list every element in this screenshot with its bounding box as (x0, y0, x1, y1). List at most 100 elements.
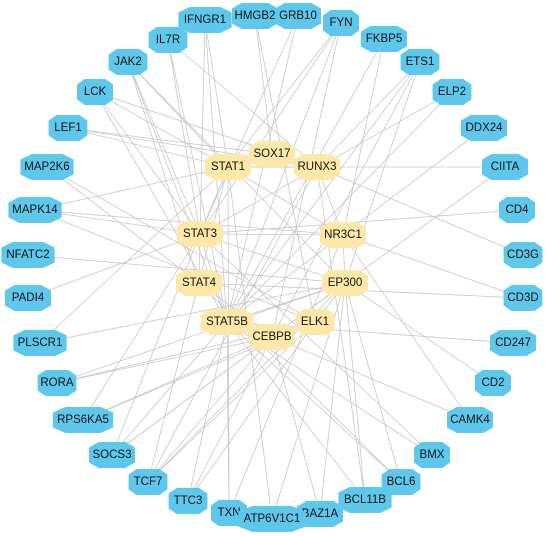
edge-plscr1-stat1 (39, 166, 229, 344)
node-lck[interactable]: LCK (77, 79, 113, 105)
node-fkbp5[interactable]: FKBP5 (361, 26, 407, 52)
node-label: BAZ1A (302, 508, 339, 520)
edge-ifngr1-stat1 (204, 19, 229, 168)
node-nfatc2[interactable]: NFATC2 (1, 242, 55, 268)
edge-baz1a-ep300 (319, 282, 346, 515)
node-ddx24[interactable]: DDX24 (461, 115, 507, 141)
node-rora[interactable]: RORA (37, 370, 77, 396)
edge-ttc3-elk1 (187, 321, 316, 502)
node-map2k6[interactable]: MAP2K6 (20, 154, 74, 180)
edge-socs3-stat5b (111, 321, 228, 456)
node-label: ATP6V1C1 (244, 513, 301, 525)
inner-node-shape (200, 309, 254, 335)
inner-node-shape (249, 324, 295, 350)
node-label: GRB10 (279, 10, 317, 22)
edge-bcl11b-runx3 (316, 166, 366, 501)
edge-nfatc2-ep300 (27, 254, 346, 284)
node-elk1[interactable]: ELK1 (295, 309, 335, 335)
edge-lck-stat3 (94, 91, 201, 235)
node-label: LCK (84, 86, 107, 98)
node-ciita[interactable]: CIITA (482, 154, 528, 180)
node-grb10[interactable]: GRB10 (275, 3, 321, 29)
node-label: IFNGR1 (184, 14, 226, 26)
node-stat4[interactable]: STAT4 (176, 270, 222, 296)
node-sox17[interactable]: SOX17 (249, 141, 295, 167)
node-elp2[interactable]: ELP2 (432, 79, 472, 105)
node-baz1a[interactable]: BAZ1A (297, 501, 343, 527)
node-label: CEBPB (253, 331, 292, 343)
node-label: HMGB2 (235, 10, 276, 22)
edge-bcl6-stat5b (226, 321, 402, 483)
node-label: CAMK4 (450, 414, 490, 426)
node-tcf7[interactable]: TCF7 (128, 469, 168, 495)
edge-mapk14-stat3 (34, 209, 201, 235)
node-ifngr1[interactable]: IFNGR1 (178, 7, 232, 33)
edge-cd3d-nr3c1 (342, 234, 524, 299)
inner-node-shape (320, 222, 366, 248)
node-cd4[interactable]: CD4 (499, 197, 535, 223)
node-cd247[interactable]: CD247 (490, 330, 536, 356)
edge-map2k6-elk1 (46, 166, 316, 323)
edge-ifngr1-stat3 (199, 19, 206, 235)
node-label: DDX24 (465, 122, 503, 134)
outer-node-shape (503, 242, 543, 268)
node-ttc3[interactable]: TTC3 (168, 488, 208, 514)
node-label: CD2 (481, 377, 504, 389)
node-label: EP300 (328, 277, 363, 289)
node-label: IL7R (156, 34, 180, 46)
outer-node-shape (37, 370, 77, 396)
node-bcl11b[interactable]: BCL11B (338, 487, 392, 513)
node-atp6v1c1[interactable]: ATP6V1C1 (238, 506, 306, 532)
edge-fkbp5-nr3c1 (342, 38, 385, 236)
node-ets1[interactable]: ETS1 (400, 49, 440, 75)
outer-node-shape (338, 487, 392, 513)
node-label: STAT5B (206, 316, 248, 328)
node-camk4[interactable]: CAMK4 (447, 407, 493, 433)
node-mapk14[interactable]: MAPK14 (8, 197, 62, 223)
edge-rora-cebpb (56, 336, 273, 384)
node-label: SOX17 (253, 148, 290, 160)
edge-socs3-stat3 (111, 233, 201, 456)
node-label: CD3D (507, 292, 538, 304)
edge-ets1-runx3 (316, 61, 421, 168)
node-il7r[interactable]: IL7R (148, 27, 188, 53)
node-cd3g[interactable]: CD3G (503, 242, 543, 268)
outer-node-shape (77, 79, 113, 105)
edge-stat3-ep300 (199, 233, 346, 284)
node-stat1[interactable]: STAT1 (205, 154, 251, 180)
node-stat5b[interactable]: STAT5B (200, 309, 254, 335)
inner-node-shape (176, 270, 222, 296)
edge-stat3-nr3c1 (199, 233, 344, 236)
node-rps6ka5[interactable]: RPS6KA5 (52, 407, 114, 433)
node-fyn[interactable]: FYN (323, 10, 359, 36)
outer-node-shape (52, 407, 114, 433)
node-socs3[interactable]: SOCS3 (89, 442, 135, 468)
node-label: MAPK14 (12, 204, 58, 216)
node-runx3[interactable]: RUNX3 (294, 154, 340, 180)
node-nr3c1[interactable]: NR3C1 (320, 222, 366, 248)
edge-cd2-ep300 (344, 282, 494, 384)
node-jak2[interactable]: JAK2 (108, 49, 148, 75)
edge-tcf7-cebpb (147, 336, 273, 483)
node-padi4[interactable]: PADI4 (5, 285, 51, 311)
node-stat3[interactable]: STAT3 (177, 221, 223, 247)
node-ep300[interactable]: EP300 (322, 270, 368, 296)
node-label: RUNX3 (298, 161, 337, 173)
node-hmgb2[interactable]: HMGB2 (232, 3, 278, 29)
edge-camk4-nr3c1 (342, 234, 471, 421)
inner-node-shape (177, 221, 223, 247)
node-label: FKBP5 (366, 33, 402, 45)
node-bmx[interactable]: BMX (414, 442, 450, 468)
node-txn[interactable]: TXN (211, 500, 247, 526)
node-cd2[interactable]: CD2 (475, 370, 511, 396)
edge-tcf7-stat1 (147, 166, 229, 483)
node-plscr1[interactable]: PLSCR1 (13, 330, 67, 356)
node-bcl6[interactable]: BCL6 (381, 469, 421, 495)
node-cebpb[interactable]: CEBPB (249, 324, 295, 350)
node-label: CD247 (495, 337, 531, 349)
node-lef1[interactable]: LEF1 (48, 115, 88, 141)
node-label: STAT4 (182, 277, 217, 289)
node-label: ELK1 (301, 316, 329, 328)
node-cd3d[interactable]: CD3D (503, 285, 543, 311)
edge-jak2-stat3 (127, 61, 201, 235)
